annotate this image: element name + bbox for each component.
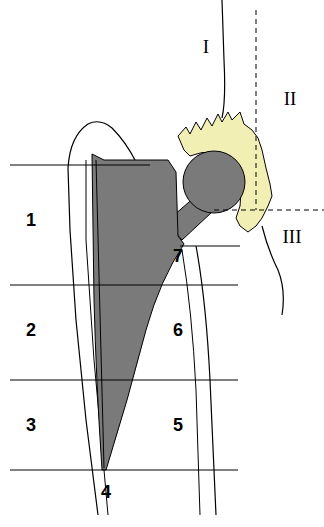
zone-line xyxy=(10,285,238,286)
femur-inner-cortex xyxy=(182,250,200,515)
gruen-zone: 6 xyxy=(173,321,183,339)
gruen-zone: 3 xyxy=(26,416,36,434)
prosthesis-head xyxy=(183,151,245,213)
zone-line xyxy=(180,246,240,247)
gruen-zone: 7 xyxy=(173,247,183,265)
gruen-zone: 2 xyxy=(26,321,36,339)
acetabular-zone: III xyxy=(283,227,302,246)
gruen-zone: 1 xyxy=(26,211,36,229)
stem-edge xyxy=(96,160,104,468)
zone-line xyxy=(10,165,150,166)
pelvis-outline xyxy=(222,0,225,118)
zone-dashed-line xyxy=(256,10,257,210)
pelvis-outline xyxy=(262,226,283,315)
gruen-zone: 4 xyxy=(101,483,111,501)
gruen-zone: 5 xyxy=(173,416,183,434)
zone-line xyxy=(10,380,238,381)
femoral-stem xyxy=(92,154,184,470)
zone-dashed-line xyxy=(214,210,324,211)
acetabular-zone: II xyxy=(284,89,297,108)
acetabular-zone: I xyxy=(203,37,209,56)
zone-line xyxy=(10,470,238,471)
